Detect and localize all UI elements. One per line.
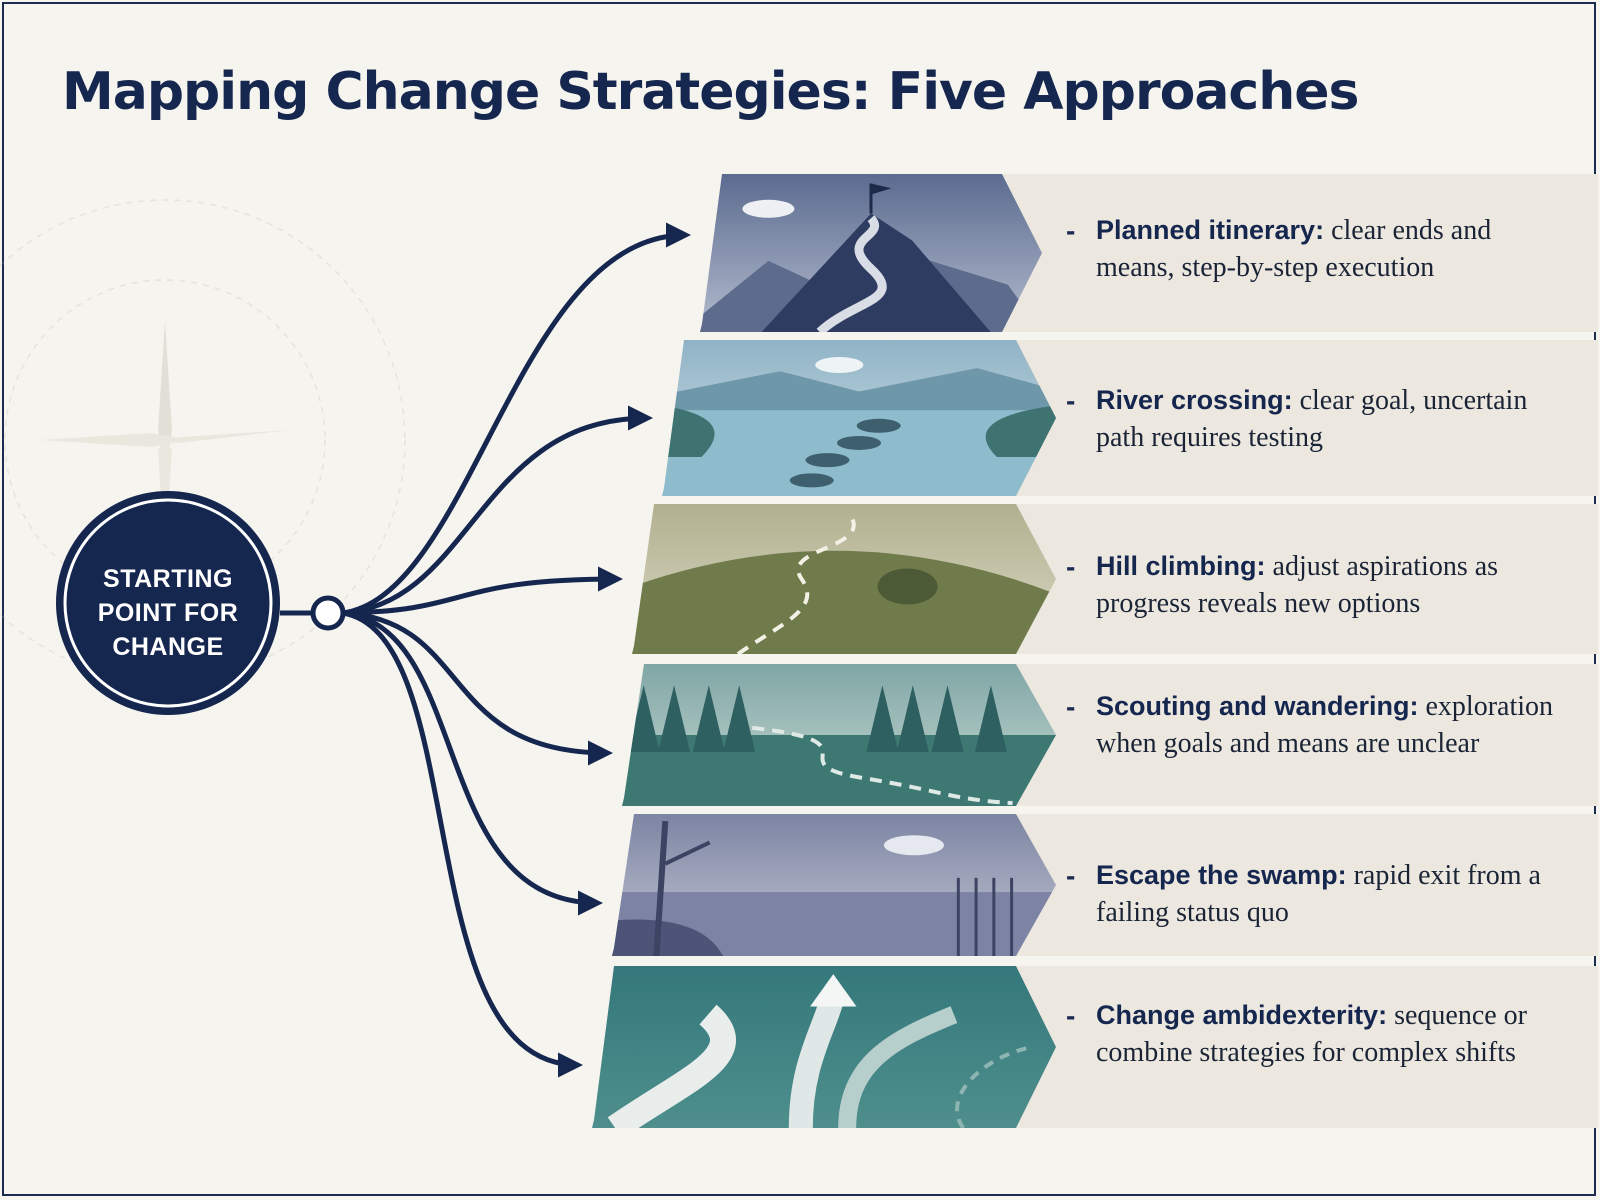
approach-description: rapid exit from a failing status quo (1096, 860, 1541, 928)
connector-arrow-2 (342, 405, 653, 616)
text-band-bg (1016, 814, 1598, 956)
text-band-bg (1016, 664, 1598, 806)
connector-arrow-4 (342, 610, 613, 766)
approach-text-5: -Escape the swamp: rapid exit from a fai… (1066, 857, 1576, 931)
approach-name: River crossing: (1096, 385, 1293, 415)
swamp-illustration (612, 814, 1056, 956)
approach-name: Escape the swamp: (1096, 860, 1347, 890)
approach-description: sequence or combine strategies for compl… (1096, 1000, 1528, 1068)
hill-path-illustration (632, 504, 1056, 654)
approach-description: exploration when goals and means are unc… (1096, 691, 1554, 759)
mountain-summit-illustration (700, 174, 1042, 332)
connector-arrow-1 (342, 222, 691, 616)
branching-roads-illustration (592, 966, 1056, 1128)
approach-text-6: -Change ambidexterity: sequence or combi… (1066, 997, 1576, 1071)
approach-name: Scouting and wandering: (1096, 691, 1419, 721)
start-node (56, 491, 346, 715)
approach-text-4: -Scouting and wandering: exploration whe… (1066, 688, 1576, 762)
page-title: Mapping Change Strategies: Five Approach… (62, 62, 1359, 122)
approach-text-2: -River crossing: clear goal, uncertain p… (1066, 382, 1576, 456)
text-band-bg (1016, 966, 1598, 1128)
connector-arrow-3 (342, 566, 623, 616)
connector-lines (342, 222, 691, 1078)
approach-name: Change ambidexterity: (1096, 1000, 1388, 1030)
text-band-bg (1016, 340, 1598, 496)
connector-arrow-6 (342, 610, 583, 1078)
approach-name: Hill climbing: (1096, 551, 1266, 581)
approach-description: clear ends and means, step-by-step execu… (1096, 215, 1492, 283)
approach-band-1 (700, 174, 1598, 332)
river-stepping-stones-illustration (662, 340, 1056, 496)
approach-band-2 (662, 340, 1598, 496)
approach-name: Planned itinerary: (1096, 215, 1325, 245)
approach-text-3: -Hill climbing: adjust aspirations as pr… (1066, 548, 1576, 622)
bullet-dash: - (1066, 385, 1076, 416)
forest-trail-illustration (622, 664, 1056, 806)
bullet-dash: - (1066, 215, 1076, 246)
bullet-dash: - (1066, 691, 1076, 722)
start-node-label: STARTING POINT FOR CHANGE (97, 565, 239, 661)
bullet-dash: - (1066, 1000, 1076, 1031)
junction-node (310, 595, 346, 631)
approach-description: clear goal, uncertain path requires test… (1096, 385, 1528, 453)
approach-band-5 (612, 814, 1598, 956)
bullet-dash: - (1066, 551, 1076, 582)
approach-band-6 (592, 966, 1598, 1128)
approach-band-4 (622, 664, 1598, 806)
text-band-bg (1016, 504, 1598, 654)
text-band-bg (1002, 174, 1598, 332)
bullet-dash: - (1066, 860, 1076, 891)
approach-text-1: -Planned itinerary: clear ends and means… (1066, 212, 1576, 286)
connector-arrow-5 (342, 610, 603, 916)
approach-description: adjust aspirations as progress reveals n… (1096, 551, 1499, 619)
approach-band-3 (632, 504, 1598, 654)
